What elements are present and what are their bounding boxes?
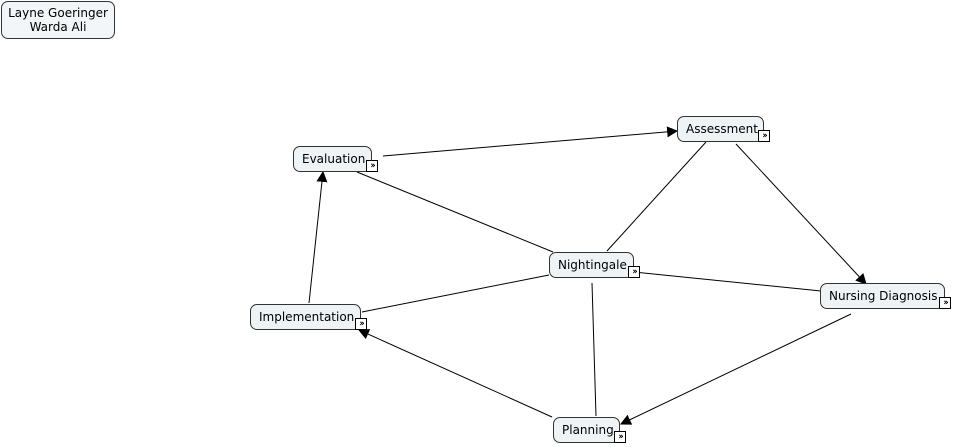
link-nightingale-planning: [591, 282, 597, 417]
node-label: Implementation: [259, 310, 355, 324]
arrow-planning-implementation: [357, 329, 553, 418]
double-chevron-right-icon[interactable]: ››: [614, 431, 626, 443]
node-planning[interactable]: Planning ››: [553, 417, 626, 443]
node-nightingale[interactable]: Nightingale ››: [549, 252, 640, 278]
link-nightingale-implementation: [361, 274, 550, 313]
node-label: Assessment: [686, 122, 758, 136]
double-chevron-right-icon[interactable]: ››: [758, 130, 770, 142]
author-box: Layne Goeringer Warda Ali: [1, 1, 115, 39]
link-nightingale-nursing-diagnosis: [633, 271, 822, 292]
link-evaluation-nightingale: [356, 171, 554, 253]
double-chevron-right-icon[interactable]: ››: [366, 160, 378, 172]
arrow-assessment-nursing-diagnosis: [735, 143, 867, 285]
node-nursing-diagnosis[interactable]: Nursing Diagnosis ››: [820, 283, 951, 309]
arrow-implementation-evaluation: [308, 170, 328, 304]
node-label: Planning: [562, 423, 614, 437]
link-assessment-nightingale: [606, 141, 707, 252]
arrow-evaluation-assessment: [382, 126, 679, 157]
arrow-nursing-diagnosis-planning: [620, 313, 852, 425]
double-chevron-right-icon[interactable]: ››: [355, 318, 367, 330]
double-chevron-right-icon[interactable]: ››: [939, 297, 951, 309]
node-label: Nightingale: [558, 258, 627, 272]
author-name-1: Layne Goeringer: [8, 6, 108, 20]
author-name-2: Warda Ali: [29, 20, 87, 34]
node-assessment[interactable]: Assessment ››: [677, 116, 770, 142]
node-evaluation[interactable]: Evaluation ››: [293, 146, 378, 172]
node-label: Nursing Diagnosis: [829, 289, 938, 303]
double-chevron-right-icon[interactable]: ››: [628, 266, 640, 278]
node-label: Evaluation: [302, 152, 366, 166]
node-implementation[interactable]: Implementation ››: [250, 304, 367, 330]
